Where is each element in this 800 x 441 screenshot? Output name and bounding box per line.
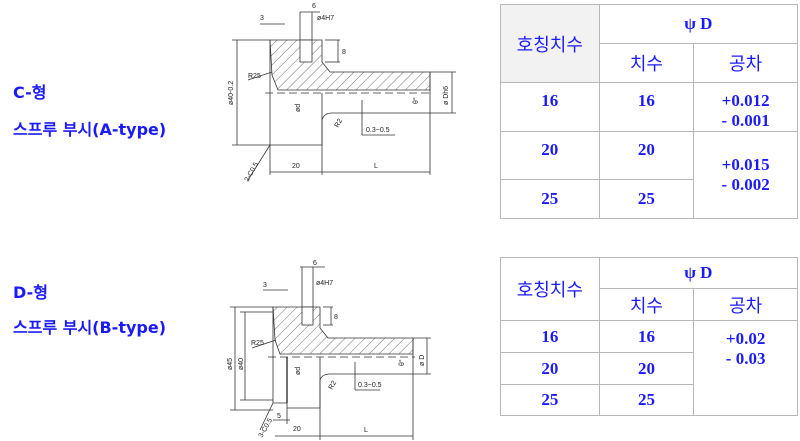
- cell-nominal: 16: [500, 82, 600, 132]
- header-psi-d: ψ D: [598, 4, 799, 44]
- d-type-label: D-형: [13, 283, 48, 302]
- cell-size: 20: [598, 131, 695, 180]
- dim-label: θ°: [398, 359, 406, 366]
- dim-label: 3: [260, 15, 264, 22]
- dim-label: ø4H7: [316, 280, 333, 287]
- header-tolerance: 공차: [693, 43, 798, 83]
- dim-label: ød: [295, 104, 302, 112]
- dim-label: 3-C0.5: [258, 417, 275, 439]
- dim-label: 0.3~0.5: [366, 127, 390, 134]
- dim-label: θ°: [412, 97, 420, 104]
- cell-nominal: 20: [500, 352, 600, 385]
- cell-nominal: 25: [500, 384, 600, 416]
- dim-label: R2: [328, 380, 339, 391]
- cell-tolerance: +0.02- 0.03: [693, 320, 798, 416]
- dim-label: R25: [251, 340, 264, 347]
- cell-size: 16: [598, 82, 695, 132]
- header-size: 치수: [598, 288, 695, 321]
- dim-label: 20: [292, 163, 300, 170]
- header-psi-d: ψ D: [598, 257, 799, 289]
- cell-size: 25: [598, 384, 695, 416]
- c-type-label: C-형: [13, 83, 47, 102]
- cell-nominal: 20: [500, 131, 600, 180]
- dim-label: ø40: [238, 358, 245, 370]
- drawing-d: [230, 266, 431, 440]
- header-nominal: 호칭치수: [500, 257, 600, 321]
- dim-label: ø D: [419, 355, 426, 366]
- tol-minus: - 0.03: [725, 349, 766, 368]
- cell-size: 16: [598, 320, 695, 353]
- dim-label: 0.3~0.5: [358, 382, 382, 389]
- header-tolerance: 공차: [693, 288, 798, 321]
- cell-size: 20: [598, 352, 695, 385]
- dim-label: ø Dh6: [443, 86, 450, 105]
- dim-label: 6: [312, 3, 316, 10]
- dim-label: 8: [334, 314, 338, 321]
- header-nominal: 호칭치수: [500, 4, 600, 83]
- dim-label: 3: [263, 282, 267, 289]
- drawing-c: [232, 11, 456, 181]
- dim-label: ød: [295, 367, 302, 375]
- c-type-name: 스프루 부시(A-type): [13, 120, 167, 139]
- dim-label: 6: [313, 260, 317, 267]
- cell-size: 25: [598, 179, 695, 219]
- tol-plus: +0.02: [725, 329, 766, 348]
- dim-label: 5: [277, 413, 281, 420]
- dim-label: ø45: [227, 358, 234, 370]
- dim-label: ø4H7: [317, 15, 334, 22]
- dim-label: 20: [293, 426, 301, 433]
- dim-label: L: [374, 163, 378, 170]
- d-type-name: 스프루 부시(B-type): [13, 318, 167, 337]
- tol-plus: +0.012: [721, 91, 770, 110]
- cell-nominal: 25: [500, 179, 600, 219]
- cell-tolerance: +0.012- 0.001: [693, 82, 798, 132]
- cell-tolerance: +0.015- 0.002: [693, 131, 798, 219]
- cell-nominal: 16: [500, 320, 600, 353]
- dim-label: ø40-0.2: [228, 81, 235, 105]
- dim-label: 2-C0.5: [244, 161, 261, 183]
- tol-minus: - 0.001: [721, 111, 770, 130]
- tol-plus: +0.015: [721, 155, 770, 174]
- dim-label: 8: [342, 49, 346, 56]
- header-size: 치수: [598, 43, 695, 83]
- dim-label: L: [364, 427, 368, 434]
- tol-minus: - 0.002: [721, 175, 770, 194]
- dim-label: R25: [248, 73, 261, 80]
- dim-label: R2: [334, 118, 345, 129]
